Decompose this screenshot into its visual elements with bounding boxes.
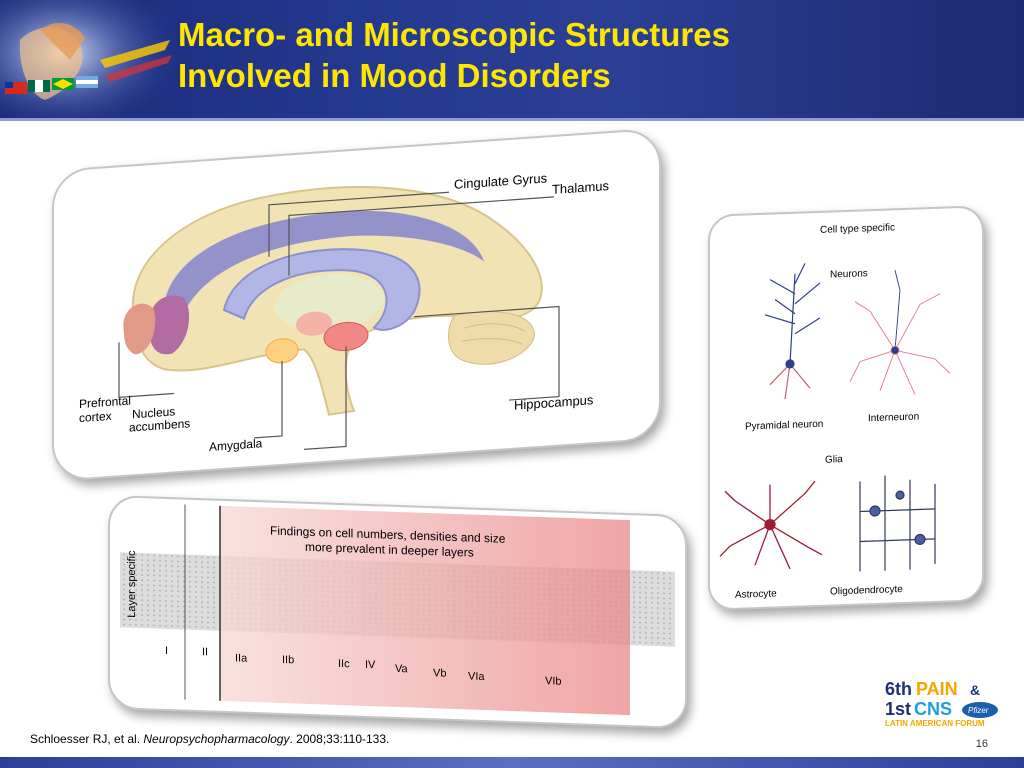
title-line-2: Involved in Mood Disorders	[178, 55, 730, 96]
glia-label: Glia	[825, 454, 843, 466]
oligodendrocyte-label: Oligodendrocyte	[830, 584, 903, 598]
slide-header: Macro- and Microscopic Structures Involv…	[0, 0, 1024, 121]
oligodendrocyte-drawing	[860, 474, 935, 572]
label-prefrontal-2: cortex	[79, 409, 112, 425]
forum-logo: 6th PAIN & 1st CNS Pfizer LATIN AMERICAN…	[880, 675, 1020, 730]
layer-label: VIb	[545, 675, 562, 688]
layer-panel: Layer specific Findings on cell numbers,…	[108, 495, 687, 729]
label-amygdala: Amygdala	[209, 436, 263, 454]
citation-authors: Schloesser RJ, et al.	[30, 732, 140, 746]
layer-label: Va	[395, 663, 409, 675]
slide-title: Macro- and Microscopic Structures Involv…	[178, 14, 730, 96]
layer-specific-label: Layer specific	[126, 550, 138, 618]
layer-illustration: Layer specific Findings on cell numbers,…	[110, 497, 685, 727]
astrocyte-label: Astrocyte	[735, 588, 777, 600]
label-thalamus: Thalamus	[552, 178, 610, 197]
citation-details: 2008;33:110-133.	[296, 732, 389, 746]
label-nucleus-2: accumbens	[129, 416, 190, 434]
layer-label: I	[165, 645, 168, 657]
logo-1st: 1st	[885, 699, 911, 719]
layer-label: IIa	[235, 652, 248, 664]
layer-label: Vb	[433, 667, 446, 679]
cell-illustrations: Cell type specific Neurons Pyramidal neu…	[710, 207, 982, 608]
page-number: 16	[976, 738, 988, 750]
pyramidal-label: Pyramidal neuron	[745, 419, 823, 433]
neurons-label: Neurons	[830, 268, 868, 280]
logo-forum: LATIN AMERICAN FORUM	[885, 719, 985, 728]
runner-flags-art	[0, 0, 175, 118]
cell-header: Cell type specific	[820, 222, 895, 236]
citation: Schloesser RJ, et al. Neuropsychopharmac…	[30, 732, 389, 746]
brain-illustration: Cingulate Gyrus Thalamus Prefrontal cort…	[54, 130, 659, 480]
logo-amp: &	[970, 682, 980, 698]
pyramidal-neuron-drawing	[765, 263, 820, 400]
title-line-1: Macro- and Microscopic Structures	[178, 14, 730, 55]
layer-label: IIc	[338, 658, 350, 670]
brain-diagram-panel: Cingulate Gyrus Thalamus Prefrontal cort…	[52, 127, 661, 482]
logo-pain: PAIN	[916, 679, 958, 699]
interneuron-label: Interneuron	[868, 411, 919, 424]
logo-sponsor: Pfizer	[968, 706, 989, 715]
label-cingulate-gyrus: Cingulate Gyrus	[454, 170, 548, 192]
citation-journal: Neuropsychopharmacology	[143, 732, 289, 746]
layer-label: IV	[365, 659, 376, 671]
astrocyte-drawing	[720, 481, 822, 572]
interneuron-drawing	[850, 268, 950, 396]
footer-bar	[0, 757, 1024, 768]
logo-cns: CNS	[914, 699, 952, 719]
logo-6th: 6th	[885, 679, 912, 699]
layer-label: VIa	[468, 670, 485, 683]
label-hippocampus: Hippocampus	[514, 392, 594, 413]
layer-label: II	[202, 646, 208, 658]
cell-type-panel: Cell type specific Neurons Pyramidal neu…	[708, 205, 984, 611]
layer-label: IIb	[282, 654, 294, 666]
